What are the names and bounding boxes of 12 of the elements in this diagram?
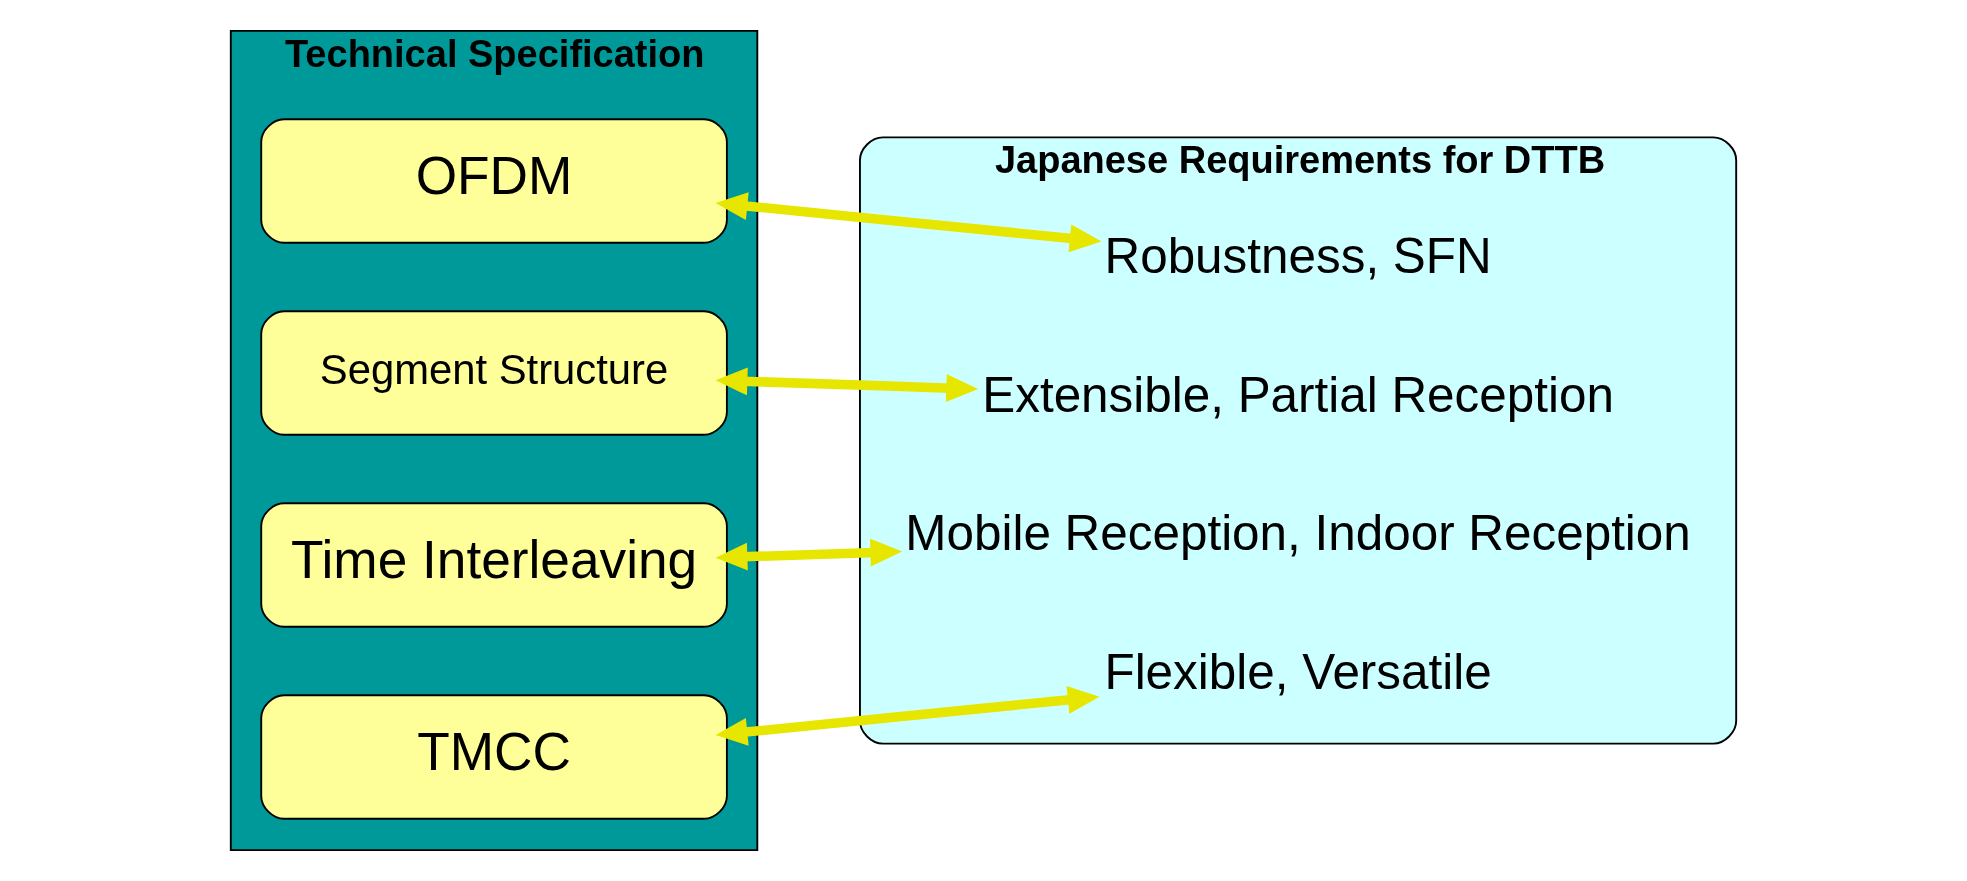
arrow [715, 192, 1102, 253]
node-box: Segment Structure [260, 310, 728, 436]
node-box: OFDM [260, 118, 728, 244]
arrow [715, 367, 979, 402]
node-text: Robustness, SFN [1104, 227, 1492, 283]
node-text: Extensible, Partial Reception [982, 366, 1614, 422]
node-box: TMCC [260, 694, 728, 820]
arrow [715, 538, 903, 571]
node-text: Flexible, Versatile [1104, 644, 1492, 700]
node-text: Mobile Reception, Indoor Reception [905, 505, 1691, 561]
arrow [715, 686, 1100, 746]
node-box: Time Interleaving [260, 502, 728, 628]
